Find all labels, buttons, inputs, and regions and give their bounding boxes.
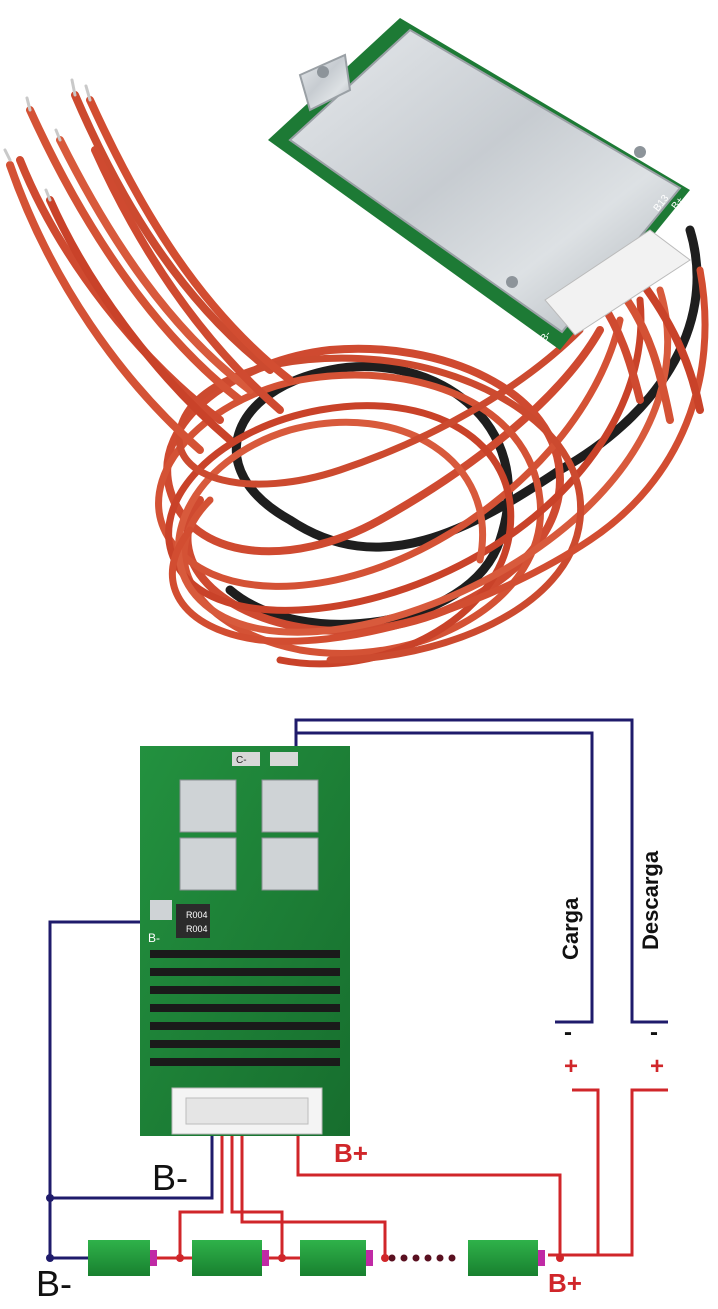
red-wire-coil-6	[169, 266, 709, 645]
charge-positive-wire	[548, 1088, 600, 1257]
b-minus-pad	[270, 752, 298, 766]
smd-row	[150, 950, 340, 958]
smd-row	[150, 986, 340, 994]
red-wire-end-5	[71, 91, 274, 374]
junction-dot	[46, 1194, 54, 1202]
charge-negative-wire	[296, 731, 594, 1024]
cell-terminal	[366, 1250, 373, 1266]
wire-tip	[54, 128, 62, 142]
mosfet-block	[179, 837, 237, 891]
battery-cell-n	[468, 1240, 538, 1276]
discharge-plus-sign: +	[650, 1053, 664, 1080]
resistor-code-2: R004	[186, 924, 208, 934]
discharge-minus-sign: -	[650, 1019, 658, 1046]
cell-terminal	[538, 1250, 545, 1266]
red-wire-coil-3	[165, 296, 645, 668]
mosfet-block	[261, 779, 319, 833]
red-wire-end-4	[56, 136, 254, 394]
red-wire-end-3	[46, 196, 234, 444]
wiring-diagram: C- B- R004 R004	[36, 718, 668, 1304]
b-minus-pad-label: B-	[148, 931, 160, 945]
screw-icon	[634, 146, 646, 158]
b-plus-bottom-label: B+	[548, 1268, 582, 1298]
smd-row	[150, 1004, 340, 1012]
connector-wire	[636, 276, 704, 414]
red-wire-coil-4	[174, 286, 672, 636]
balance-wire-2	[230, 1132, 284, 1258]
b-minus-board-label: B-	[152, 1157, 188, 1198]
battery-cell-2	[192, 1240, 262, 1276]
red-wire-end-2	[26, 106, 244, 404]
b-minus-wire	[48, 920, 150, 1260]
red-wire-coil-2	[155, 316, 624, 657]
smd-row	[150, 1040, 340, 1048]
battery-cell-3	[300, 1240, 366, 1276]
red-wire-end-8	[6, 161, 204, 454]
wire-coils	[6, 91, 709, 668]
c-minus-pad	[232, 752, 260, 766]
shunt-resistor	[176, 904, 210, 938]
blue-wiring	[48, 718, 668, 1260]
red-wire-end-7	[91, 146, 284, 414]
charge-minus-sign: -	[564, 1019, 572, 1046]
black-wire	[225, 225, 702, 629]
wire-connector	[544, 229, 691, 336]
b-plus-wire	[296, 1132, 562, 1258]
battery-cell-1	[88, 1240, 150, 1276]
junction-dot	[46, 1254, 54, 1262]
red-wiring	[178, 1088, 668, 1258]
junction-dot	[176, 1254, 184, 1262]
junction-dot	[381, 1254, 389, 1262]
bms-photo: B13 B+ B-	[3, 18, 709, 668]
wire-tip	[44, 188, 52, 202]
discharge-negative-wire	[294, 718, 668, 1024]
b-minus-solder-pad	[150, 900, 172, 920]
wire-tip	[3, 148, 12, 162]
charge-plus-sign: +	[564, 1053, 578, 1080]
bms-board: B13 B+ B-	[268, 18, 691, 350]
balance-connector-slot	[185, 1097, 309, 1125]
mosfet-block	[179, 779, 237, 833]
cell-terminal	[262, 1250, 269, 1266]
discharge-label: Descarga	[638, 850, 663, 950]
mosfet-block	[261, 837, 319, 891]
connector-wire	[616, 286, 674, 424]
wire-tip	[70, 78, 77, 97]
smd-row	[150, 1058, 340, 1066]
b-minus-bottom-label: B-	[36, 1263, 72, 1304]
resistor-code-1: R004	[186, 910, 208, 920]
discharge-positive-wire	[598, 1088, 668, 1257]
cell-terminal	[150, 1250, 157, 1266]
smd-row	[150, 968, 340, 976]
screw-icon	[317, 66, 329, 78]
charge-label: Carga	[558, 897, 583, 960]
bms-pcb: C- B- R004 R004	[140, 746, 350, 1136]
wire-tips	[3, 78, 92, 202]
wire-tip	[84, 84, 92, 102]
battery-string	[46, 1194, 564, 1276]
red-wire-end-6	[86, 96, 294, 384]
b-plus-board-label: B+	[334, 1138, 368, 1168]
junction-dot	[278, 1254, 286, 1262]
heatsink-plate	[288, 28, 682, 334]
heatsink-tab	[298, 53, 352, 112]
b-minus-link	[50, 1132, 214, 1200]
smd-rows	[150, 950, 340, 1066]
junction-dot	[556, 1254, 564, 1262]
c-minus-pad-label: C-	[236, 755, 247, 766]
wire-tip	[25, 96, 32, 112]
smd-row	[150, 1022, 340, 1030]
balance-wire-1	[178, 1132, 224, 1258]
screw-icon	[506, 276, 518, 288]
balance-wire-3	[240, 1132, 387, 1258]
cell-ellipsis	[388, 1254, 456, 1262]
